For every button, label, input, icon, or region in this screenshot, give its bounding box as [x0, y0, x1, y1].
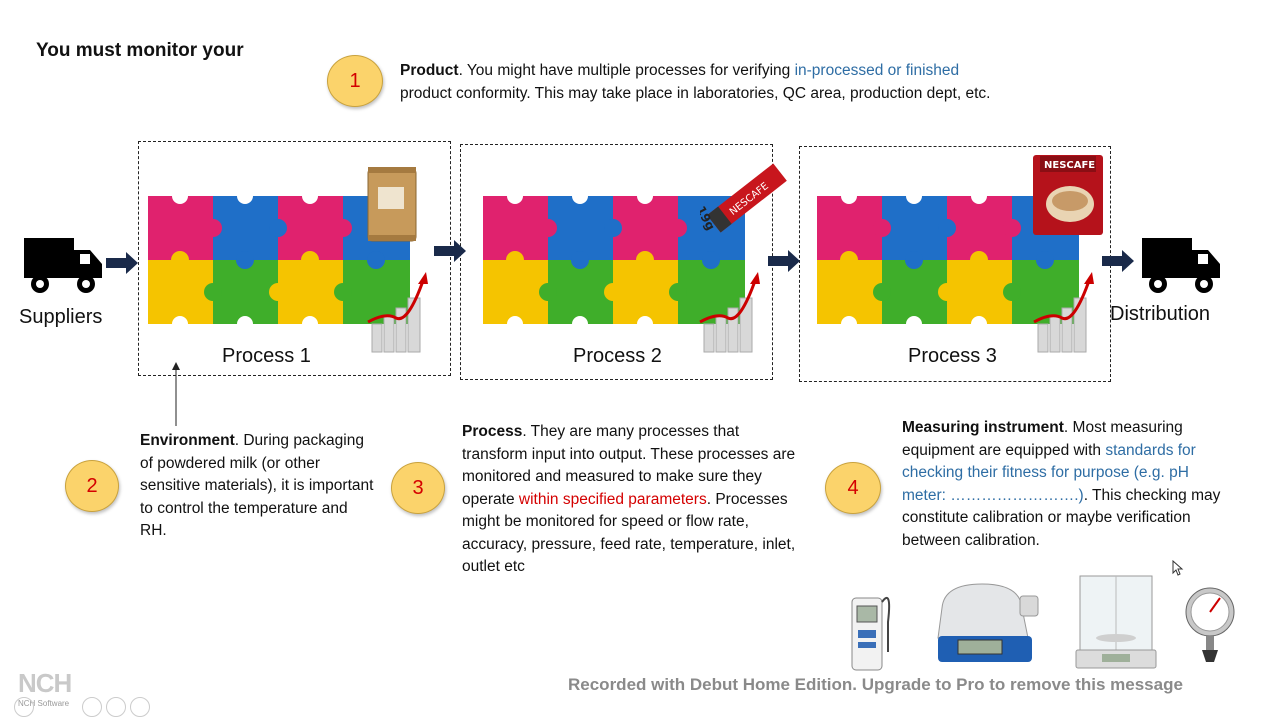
badge-1: 1	[327, 55, 383, 107]
growth-chart-icon-3	[1033, 272, 1094, 353]
suppliers-label: Suppliers	[19, 306, 103, 328]
product-heading: Product	[400, 62, 459, 79]
process-1-label: Process 1	[222, 345, 311, 367]
nch-logo: NCH NCH Software	[18, 668, 72, 708]
puzzle-graphic-2	[483, 196, 745, 324]
process-heading: Process	[462, 423, 523, 440]
supplier-truck-icon	[24, 238, 102, 293]
instrument-description: Measuring instrument. Most measuring equ…	[902, 419, 1221, 549]
environment-heading: Environment	[140, 432, 235, 449]
process-3-label: Process 3	[908, 345, 997, 367]
analytical-balance-image	[1075, 575, 1157, 669]
milk-powder-drum-image	[367, 167, 417, 242]
process-highlight: within specified parameters	[518, 490, 707, 508]
player-zoom-icon[interactable]	[106, 697, 126, 717]
growth-chart-icon-2	[699, 272, 760, 353]
mouse-cursor-icon	[1172, 560, 1184, 576]
player-more-icon[interactable]	[130, 697, 150, 717]
badge-3: 3	[391, 462, 445, 514]
environment-pointer-arrow	[172, 362, 180, 426]
process-1-box	[138, 141, 451, 376]
flow-arrow-1	[106, 252, 138, 274]
product-link: in-processed or finished	[794, 62, 960, 79]
instrument-heading: Measuring instrument	[902, 419, 1064, 436]
badge-4: 4	[825, 462, 881, 514]
flow-arrow-3	[768, 250, 800, 272]
moisture-analyzer-image	[937, 583, 1039, 662]
process-description: Process. They are many processes that tr…	[462, 423, 796, 575]
flow-arrow-4	[1102, 250, 1134, 272]
coffee-pack-image: NESCAFE	[1033, 155, 1103, 235]
growth-chart-icon-1	[367, 272, 428, 353]
slide-title: You must monitor your	[36, 40, 244, 61]
badge-2: 2	[65, 460, 119, 512]
distribution-label: Distribution	[1110, 303, 1211, 325]
pressure-gauge-image	[1185, 587, 1235, 662]
recorder-watermark: Recorded with Debut Home Edition. Upgrad…	[568, 675, 1183, 694]
flow-arrow-2	[434, 240, 466, 262]
player-copy-icon[interactable]	[82, 697, 102, 717]
ph-meter-image	[851, 597, 891, 671]
process-2-label: Process 2	[573, 345, 662, 367]
environment-description: Environment. During packaging of powdere…	[140, 432, 374, 539]
distribution-truck-icon	[1142, 238, 1220, 293]
product-description: Product. You might have multiple process…	[400, 62, 991, 102]
coffee-sachet-image: NESCAFE 19g	[700, 163, 787, 233]
svg-text:NESCAFE: NESCAFE	[1044, 160, 1095, 171]
puzzle-graphic-1	[148, 196, 410, 324]
player-back-icon[interactable]	[14, 697, 34, 717]
instrument-link: standards for checking their fitness for…	[902, 441, 1196, 504]
